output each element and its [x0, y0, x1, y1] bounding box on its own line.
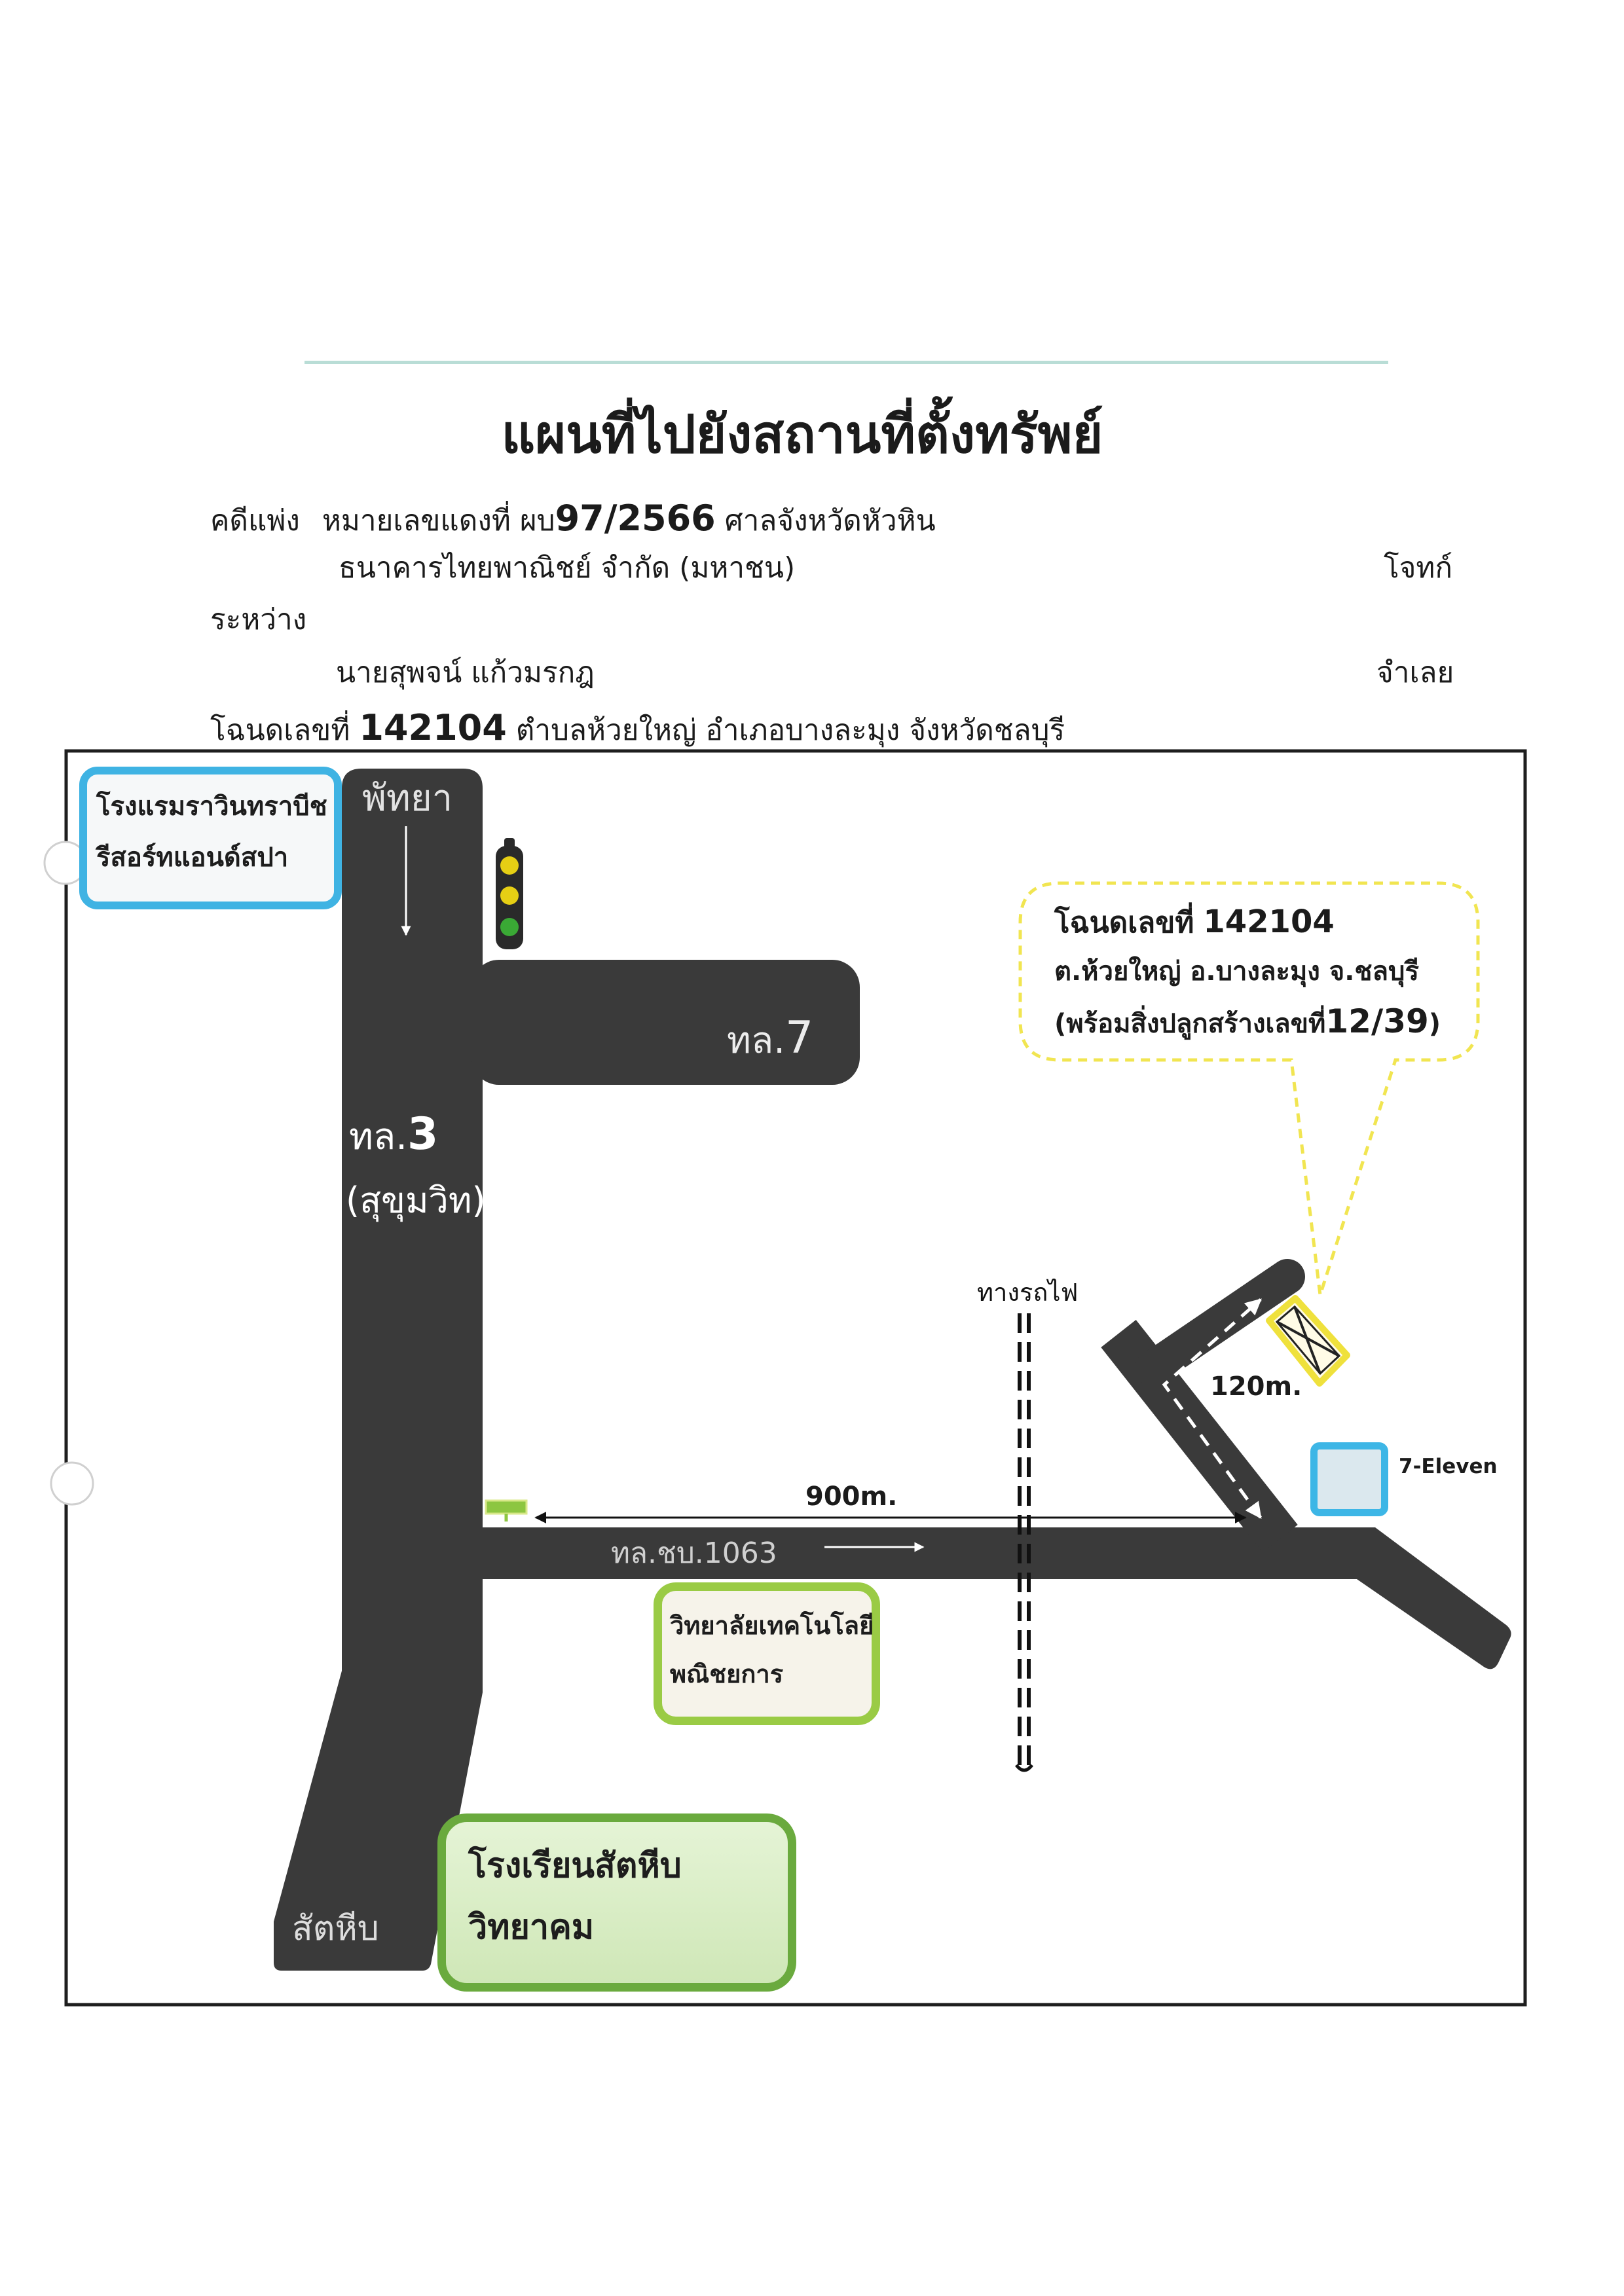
railway-track-icon	[1015, 1313, 1033, 1772]
property-callout-bubble	[1018, 881, 1480, 1296]
deed-label: โฉนดเลขที่	[210, 714, 350, 747]
callout-building-suffix: )	[1428, 1009, 1441, 1039]
college-name-line2: พณิชยการ	[670, 1660, 784, 1688]
traffic-light-bottom-lamp	[500, 918, 519, 936]
case-line: คดีแพ่ง หมายเลขแดงที่ ผบ 97/2566 ศาลจังห…	[210, 498, 936, 540]
map-frame	[64, 749, 1527, 2007]
store-landmark-icon	[1310, 1442, 1388, 1516]
college-name-line1: วิทยาลัยเทคโนโลยี	[670, 1611, 874, 1640]
callout-building-number: 12/39	[1325, 1002, 1429, 1040]
hole-punch-lower	[50, 1461, 94, 1506]
railway-label: ทางรถไฟ	[977, 1278, 1079, 1307]
traffic-light-middle-lamp	[500, 886, 519, 905]
hotel-landmark: โรงแรมราวินทราบีช รีสอร์ทแอนด์สปา	[79, 767, 342, 909]
junction-sign-board	[485, 1499, 528, 1515]
route-7-prefix: ทล.	[727, 1019, 786, 1062]
route-to-property-arrow-icon	[1162, 1298, 1263, 1520]
header-rule	[304, 361, 1388, 364]
road-route-1063	[471, 1527, 1511, 1669]
hotel-name-line1: โรงแรมราวินทราบีช	[96, 792, 327, 822]
court-name: ศาลจังหวัดหัวหิน	[724, 504, 936, 538]
school-name-line1: โรงเรียนสัตหีบ	[468, 1846, 682, 1886]
hotel-name-line2: รีสอร์ทแอนด์สปา	[96, 843, 289, 873]
plaintiff-name: ธนาคารไทยพาณิชย์ จำกัด (มหาชน)	[339, 551, 796, 585]
plaintiff-role: โจทก์	[1384, 551, 1453, 585]
pattaya-label: พัทยา	[362, 777, 453, 820]
sattahip-label: สัตหีบ	[292, 1909, 379, 1948]
case-type: คดีแพ่ง	[210, 504, 300, 538]
deed-number: 142104	[359, 707, 507, 748]
traffic-light-icon	[496, 838, 523, 949]
route-3-label: ทล. 3	[349, 1108, 438, 1161]
page-title: แผนที่ไปยังสถานที่ตั้งทรัพย์	[501, 404, 1103, 465]
store-label: 7-Eleven	[1399, 1455, 1498, 1478]
defendant-role: จำเลย	[1376, 656, 1454, 689]
callout-deed-line: โฉนดเลขที่ 142104	[1054, 903, 1335, 941]
road-route-7	[471, 960, 860, 1085]
route-3-prefix: ทล.	[349, 1116, 408, 1158]
defendant-name: นายสุพจน์ แก้วมรกฎ	[336, 656, 595, 689]
traffic-light-top-lamp	[500, 856, 519, 875]
route-7-number: 7	[785, 1012, 814, 1064]
route-3-name: (สุขุมวิท)	[346, 1180, 486, 1221]
route-3-number: 3	[407, 1108, 439, 1160]
road-side-branch	[1135, 1259, 1305, 1386]
deed-line: โฉนดเลขที่ 142104 ตำบลห้วยใหญ่ อำเภอบางล…	[210, 707, 1065, 750]
callout-deed-number: 142104	[1203, 903, 1335, 940]
callout-building-prefix: (พร้อมสิ่งปลูกสร้างเลขที่	[1054, 1009, 1326, 1039]
deed-location: ตำบลห้วยใหญ่ อำเภอบางละมุง จังหวัดชลบุรี	[515, 714, 1065, 747]
school-name-line2: วิทยาคม	[468, 1908, 595, 1947]
road-route-3	[274, 769, 483, 1971]
distance-900m-label: 900m.	[805, 1482, 898, 1512]
route-1063-label: ทล.ชบ.1063	[611, 1537, 777, 1570]
property-marker-cross-b	[1293, 1306, 1321, 1374]
property-marker-icon	[1266, 1295, 1350, 1387]
route-7-label: ทล. 7	[727, 1011, 813, 1065]
college-landmark: วิทยาลัยเทคโนโลยี พณิชยการ	[654, 1582, 880, 1725]
school-landmark: โรงเรียนสัตหีบ วิทยาคม	[437, 1813, 796, 1992]
red-number-label: หมายเลขแดงที่ ผบ	[322, 504, 555, 538]
red-number: 97/2566	[555, 498, 716, 539]
railway-end-cap	[1015, 1764, 1033, 1772]
callout-deed-label: โฉนดเลขที่	[1054, 906, 1194, 939]
junction-sign-icon	[485, 1499, 528, 1522]
callout-building-line: (พร้อมสิ่งปลูกสร้างเลขที่ 12/39 )	[1054, 1002, 1441, 1041]
callout-location: ต.ห้วยใหญ่ อ.บางละมุง จ.ชลบุรี	[1054, 957, 1419, 987]
between-label: ระหว่าง	[210, 603, 307, 636]
distance-120m-label: 120m.	[1210, 1372, 1302, 1402]
